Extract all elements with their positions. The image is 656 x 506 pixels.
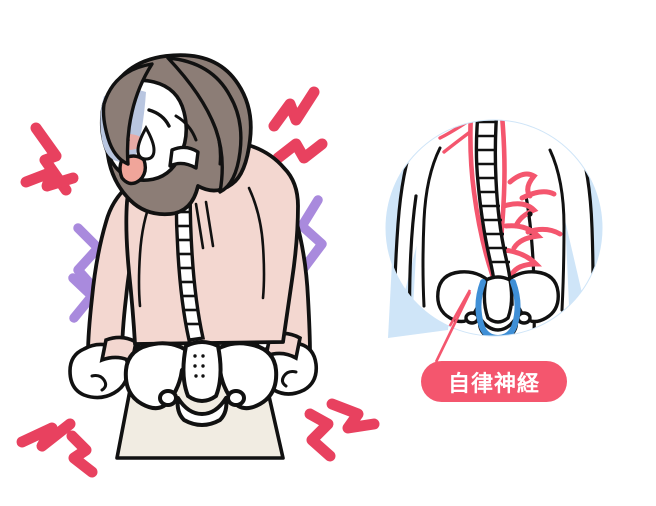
figure-hair-strand-line [174, 114, 198, 142]
zigzag-right-mid-purple [297, 195, 327, 273]
inset-blue-nerve-right [486, 82, 500, 100]
inset-right-arm-inner [548, 148, 566, 312]
zigzag-left-bottom-red [16, 418, 98, 478]
inset-collar [452, 90, 538, 108]
figure-eyebrow [147, 108, 171, 128]
autonomic-nerve-label[interactable]: 自律神経 [421, 361, 567, 402]
inset-sacrum-highlight [475, 279, 521, 336]
zigzag-right-bottom-red [304, 398, 380, 462]
figure-collar-detail [168, 145, 200, 170]
figure-left-hand-thumb [90, 374, 108, 392]
inset-content [392, 82, 595, 336]
inset-blue-nerve-left [460, 82, 481, 96]
inset-circle-edge [385, 119, 603, 337]
figure-hair-front [101, 56, 243, 194]
zigzag-right-upper-red [268, 86, 328, 164]
autonomic-nerve-label-text: 自律神経 [447, 371, 540, 397]
inset-left-arm-inner [421, 146, 442, 308]
figure-tear [136, 124, 156, 161]
inset-spine-rungs [478, 120, 510, 264]
zigzag-left-upper-red [20, 122, 79, 196]
leader-line-to-label [434, 291, 472, 363]
figure-hair-strand-line-2 [210, 118, 222, 166]
inset-pain-marks [501, 171, 563, 277]
figure-pelvis [123, 340, 279, 427]
figure-sacrum-dots [193, 354, 205, 378]
zigzag-left-mid-purple [73, 223, 103, 295]
figure-right-hand-thumb [280, 370, 298, 388]
inset-pain-dot [527, 211, 533, 217]
